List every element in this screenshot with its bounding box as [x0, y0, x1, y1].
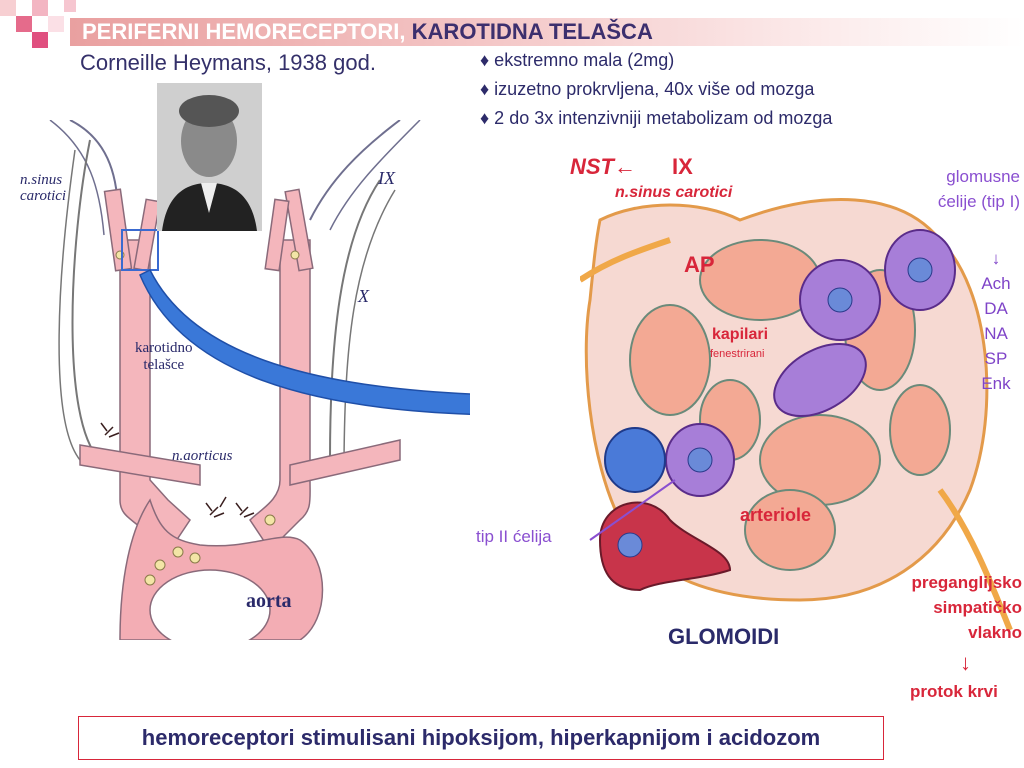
- substance-item: Ach: [981, 274, 1011, 293]
- title-part-2: KAROTIDNA TELAŠCA: [411, 19, 653, 44]
- bullet-item: ♦ izuzetno prokrvljena, 40x više od mozg…: [480, 79, 815, 99]
- label-aorta: aorta: [246, 590, 292, 612]
- page-title: PERIFERNI HEMORECEPTORI, KAROTIDNA TELAŠ…: [82, 18, 653, 46]
- label-line: karotidno: [135, 340, 193, 356]
- caption-box: hemoreceptori stimulisani hipoksijom, hi…: [78, 716, 884, 760]
- label-nerve-ix-left: IX: [378, 168, 395, 188]
- label-n-aorticus: n.aorticus: [172, 448, 233, 464]
- label-line: simpatičko: [933, 598, 1022, 617]
- subtitle: Corneille Heymans, 1938 god.: [80, 50, 376, 75]
- bullet-list: ♦ ekstremno mala (2mg) ♦ izuzetno prokrv…: [480, 46, 832, 133]
- title-part-1: PERIFERNI HEMORECEPTORI,: [82, 19, 406, 44]
- label-protok-krvi: protok krvi: [910, 682, 998, 701]
- substance-item: NA: [984, 324, 1008, 343]
- label-glomusne-celije: glomusne ćelije (tip I): [902, 164, 1020, 214]
- label-glomoidi: GLOMOIDI: [668, 624, 780, 649]
- label-ix-right: IX: [672, 154, 693, 179]
- corner-square-3: [32, 0, 48, 16]
- corner-square-2: [16, 16, 32, 32]
- label-ap: AP: [684, 252, 715, 277]
- label-preganglijsko-vlakno: preganglijsko simpatičko vlakno: [880, 570, 1022, 645]
- bullet-item: ♦ 2 do 3x intenzivniji metabolizam od mo…: [480, 108, 833, 128]
- label-arteriole: arteriole: [740, 505, 812, 525]
- label-line: vlakno: [968, 623, 1022, 642]
- portrait-image: [157, 83, 262, 231]
- bullet-item: ♦ ekstremno mala (2mg): [480, 50, 675, 70]
- substance-item: Enk: [981, 374, 1011, 393]
- label-kapilari: kapilari: [712, 326, 769, 343]
- label-karotidno-telasce: karotidno telašce: [135, 340, 193, 374]
- substance-item: DA: [984, 299, 1008, 318]
- label-line: telašce: [143, 357, 185, 373]
- glomus-histology-diagram: [580, 198, 1013, 632]
- label-fenestrirani: fenestrirani: [710, 348, 765, 360]
- down-arrow-icon: ↓: [960, 650, 971, 675]
- corner-square-6: [64, 0, 76, 12]
- label-tip-ii-celija: tip II ćelija: [476, 527, 552, 546]
- label-n-sinus-carotici: n.sinus carotici: [20, 172, 66, 204]
- label-nst: NST←: [570, 154, 636, 179]
- down-arrow-icon: ↓: [991, 249, 1001, 268]
- corner-square-4: [48, 16, 64, 32]
- label-line: n.sinus: [20, 172, 63, 188]
- label-n-sinus-carotici-right: n.sinus carotici: [615, 184, 733, 201]
- label-line: preganglijsko: [911, 573, 1022, 592]
- label-line: glomusne: [946, 167, 1020, 186]
- corner-square-1: [0, 0, 16, 16]
- neurotransmitter-list: ↓ Ach DA NA SP Enk: [968, 246, 1024, 396]
- label-nerve-x: X: [358, 286, 369, 306]
- title-bar: [70, 18, 1024, 46]
- label-line: carotici: [20, 188, 67, 204]
- heymans-portrait: [157, 83, 262, 231]
- carotid-anatomy-diagram: [49, 120, 470, 640]
- substance-item: SP: [984, 349, 1008, 368]
- label-line: ćelije (tip I): [937, 192, 1020, 211]
- corner-square-5: [32, 32, 48, 48]
